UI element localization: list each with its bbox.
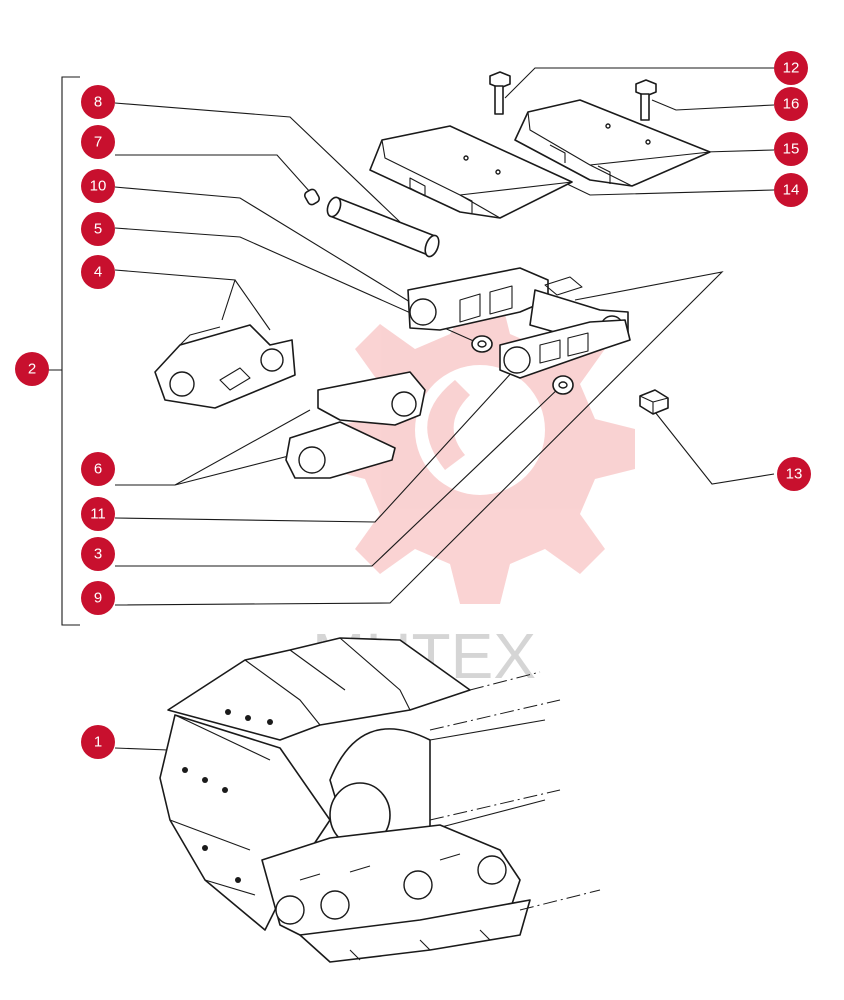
master-link-6 xyxy=(285,371,426,479)
callout-10: 10 xyxy=(81,169,115,203)
seal-3 xyxy=(552,375,574,395)
svg-text:15: 15 xyxy=(783,141,800,158)
callout-15: 15 xyxy=(774,132,808,166)
callout-14: 14 xyxy=(774,173,808,207)
callout-16: 16 xyxy=(774,87,808,121)
svg-text:12: 12 xyxy=(783,60,800,77)
svg-text:9: 9 xyxy=(94,590,102,607)
pin-8 xyxy=(326,196,440,258)
callout-2: 2 xyxy=(15,352,49,386)
bushing-5 xyxy=(471,335,493,353)
track-shoe-15 xyxy=(514,99,711,187)
bolt-16 xyxy=(635,79,657,121)
track-assembly-1 xyxy=(159,637,546,963)
group-bracket xyxy=(48,76,80,626)
svg-text:10: 10 xyxy=(90,178,107,195)
nut-13 xyxy=(639,389,669,415)
link-11 xyxy=(499,319,631,379)
svg-text:2: 2 xyxy=(28,361,36,378)
svg-text:6: 6 xyxy=(94,461,102,478)
callout-7: 7 xyxy=(81,125,115,159)
callout-13: 13 xyxy=(777,457,811,491)
svg-text:3: 3 xyxy=(94,546,102,563)
bolt-12 xyxy=(489,71,511,115)
callout-4: 4 xyxy=(81,255,115,289)
svg-text:1: 1 xyxy=(94,734,102,751)
callout-5: 5 xyxy=(81,212,115,246)
centerlines xyxy=(429,671,601,911)
track-shoe-14 xyxy=(369,125,573,219)
svg-text:7: 7 xyxy=(94,134,102,151)
svg-text:11: 11 xyxy=(90,506,106,523)
svg-text:5: 5 xyxy=(94,221,102,238)
callout-3: 3 xyxy=(81,537,115,571)
svg-text:14: 14 xyxy=(783,182,800,199)
callout-11: 11 xyxy=(81,497,115,531)
callout-9: 9 xyxy=(81,581,115,615)
svg-text:13: 13 xyxy=(786,466,803,483)
svg-text:16: 16 xyxy=(783,96,800,113)
watermark-gear-icon xyxy=(325,294,635,604)
master-link-4 xyxy=(154,324,296,409)
callout-8: 8 xyxy=(81,85,115,119)
svg-text:8: 8 xyxy=(94,94,102,111)
pin-7 xyxy=(303,188,321,206)
leader-lines xyxy=(114,67,775,751)
callout-12: 12 xyxy=(774,51,808,85)
svg-text:4: 4 xyxy=(94,264,102,281)
callout-1: 1 xyxy=(81,725,115,759)
callout-6: 6 xyxy=(81,452,115,486)
